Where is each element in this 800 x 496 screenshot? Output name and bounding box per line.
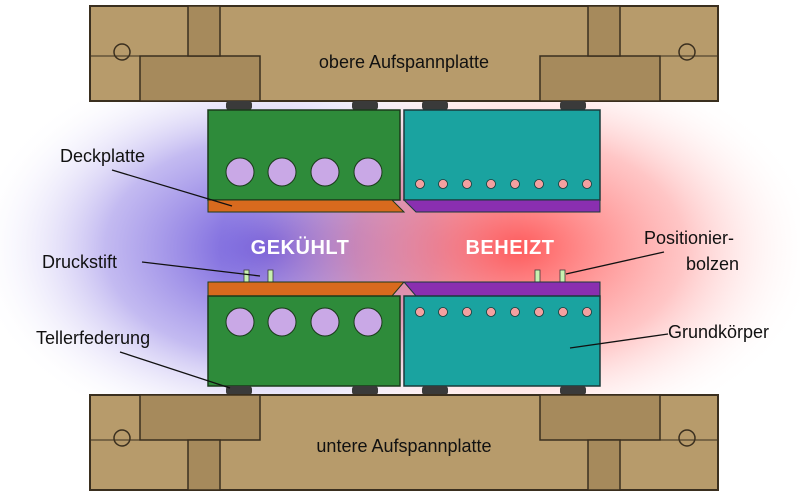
bolt-hole-icon [678,43,696,61]
lower-cooled-block [207,281,406,387]
upper-platen [89,5,719,102]
bolt-hole-icon [113,43,131,61]
lower-heated-block [402,281,601,387]
lower-feet [226,386,586,395]
grundkoerper-leader [569,333,669,349]
upper-platen-label: obere Aufspannplatte [319,52,489,72]
heated-zone-label: BEHEIZT [465,237,554,259]
deckplatte-label: Deckplatte [60,146,145,166]
positionierbolzen-label-1: Positionier- [644,228,734,248]
bolt-hole-icon [678,429,696,447]
upper-feet [226,101,586,110]
positionierbolzen-leader [565,251,665,275]
positionierbolzen-label-2: bolzen [686,254,739,274]
bolt-hole-icon [113,429,131,447]
lower-platen [89,394,719,491]
druckstift-leader [141,261,261,277]
cooled-zone-label: GEKÜHLT [251,236,350,259]
upper-cooled-block [207,109,406,213]
deckplatte-leader [111,169,233,207]
tellerfederung-leader [119,351,231,389]
tellerfederung-label: Tellerfederung [36,328,150,348]
grundkoerper-label: Grundkörper [668,322,769,342]
druckstift-label: Druckstift [42,252,117,272]
lower-platen-label: untere Aufspannplatte [316,436,491,456]
upper-heated-block [402,109,601,213]
